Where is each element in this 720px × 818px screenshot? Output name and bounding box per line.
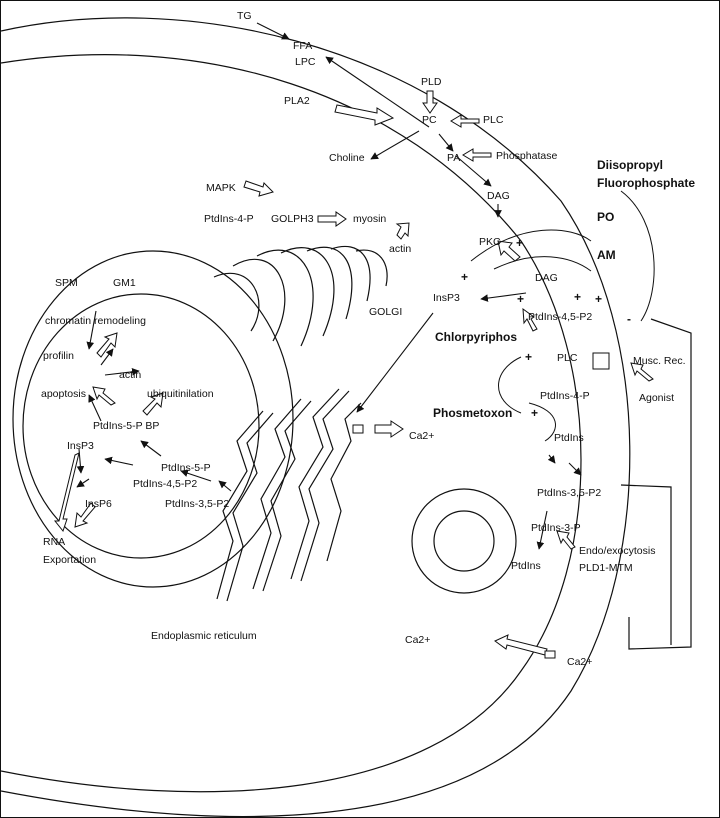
golgi-label: GOLGI xyxy=(369,306,403,318)
choline-label: Choline xyxy=(329,152,365,164)
phosmetoxon-label: Phosmetoxon xyxy=(433,406,513,420)
plus-sign-phos: + xyxy=(531,406,539,420)
vesicle-outer xyxy=(411,488,517,594)
dag-top-label: DAG xyxy=(487,190,510,202)
spm-label: SPM xyxy=(55,277,78,289)
ptdins45p2-mem-label: PtdIns-4,5-P2 xyxy=(528,311,593,323)
dag-mid-label: DAG xyxy=(535,272,558,284)
ca2-out-label: Ca2+ xyxy=(567,656,593,668)
chlorpyriphos-label: Chlorpyriphos xyxy=(435,330,518,344)
myosin-label: myosin xyxy=(353,213,387,225)
plc-top-label: PLC xyxy=(483,114,504,126)
er-channel xyxy=(352,424,364,434)
ptdins-low-label: PtdIns xyxy=(511,560,541,572)
plus-sign-chlor: + xyxy=(525,350,533,364)
insp6-label: InsP6 xyxy=(85,498,112,510)
actin-golgi-label: actin xyxy=(389,243,412,255)
pld-label: PLD xyxy=(421,76,442,88)
actin-nuc-label: actin xyxy=(119,369,142,381)
endo-exo-label: Endo/exocytosis xyxy=(579,545,656,557)
apoptosis-label: apoptosis xyxy=(41,388,86,400)
insp3-cyto-label: InsP3 xyxy=(433,292,460,304)
plus-sign-insp3: + xyxy=(461,270,469,284)
membrane-channel xyxy=(544,650,556,659)
mapk-label: MAPK xyxy=(206,182,236,194)
chromatin-label: chromatin remodeling xyxy=(45,315,146,327)
nucleus-outer xyxy=(12,250,294,588)
ptdins4p-golgi-label: PtdIns-4-P xyxy=(204,213,254,225)
plc-mid-label: PLC xyxy=(557,352,578,364)
endo-loop xyxy=(620,484,672,645)
exportation-label: Exportation xyxy=(43,554,97,566)
ca2-in-label: Ca2+ xyxy=(405,634,431,646)
ptdins-mem-label: PtdIns xyxy=(554,432,584,444)
pa-label: PA xyxy=(447,152,461,164)
diisopropyl-label-1: Diisopropyl xyxy=(597,158,664,172)
diisopropyl-label-2: Fluorophosphate xyxy=(597,176,695,190)
profilin-label: profilin xyxy=(43,350,74,362)
am-label: AM xyxy=(597,248,616,262)
ptdins35p2-mem-label: PtdIns-3,5-P2 xyxy=(537,487,602,499)
golgi-apparatus xyxy=(213,245,388,347)
block-arrows xyxy=(53,90,654,656)
nucleus-inner xyxy=(22,293,260,559)
chlorpyriphos-curve xyxy=(498,356,522,414)
ptdins5p-nuc-label: PtdIns-5-P xyxy=(161,462,211,474)
pld1-mtm-label: PLD1-MTM xyxy=(579,562,633,574)
ffa-label: FFA xyxy=(293,40,313,52)
plus-sign-po: + xyxy=(574,290,582,304)
po-curve xyxy=(470,229,592,262)
er-label: Endoplasmic reticulum xyxy=(151,630,257,642)
rna-label: RNA xyxy=(43,536,66,548)
tg-label: TG xyxy=(237,10,252,22)
ca2-er-label: Ca2+ xyxy=(409,430,435,442)
vesicle-inner xyxy=(433,510,495,572)
ion-channel xyxy=(592,352,610,370)
endoplasmic-reticulum-shapes xyxy=(216,388,362,602)
am-curve xyxy=(493,256,592,272)
reaction-arrows xyxy=(76,22,582,550)
pla2-label: PLA2 xyxy=(284,95,310,107)
phosmetoxon-curve xyxy=(528,402,556,442)
phosphatase-label: Phosphatase xyxy=(496,150,558,162)
ptdins35p2-nuc-label: PtdIns-3,5-P2 xyxy=(165,498,230,510)
ptdins5pbp-label: PtdIns-5-P BP xyxy=(93,420,160,432)
plus-sign-pkc: + xyxy=(516,236,524,250)
plus-sign-dag: + xyxy=(517,292,525,306)
ptdins3p-label: PtdIns-3-P xyxy=(531,522,581,534)
musc-rec-label: Musc. Rec. xyxy=(633,355,686,367)
agonist-label: Agonist xyxy=(639,392,675,404)
receptor-loop xyxy=(628,318,692,650)
ubiquitin-label: ubiquitinilation xyxy=(147,388,214,400)
cell-inner-membrane xyxy=(1,54,582,793)
insp3-nuc-label: InsP3 xyxy=(67,440,94,452)
golph3-label: GOLPH3 xyxy=(271,213,314,225)
gm1-label: GM1 xyxy=(113,277,136,289)
plus-sign-am: + xyxy=(595,292,603,306)
minus-sign-dfp: - xyxy=(627,312,631,326)
ptdins45p2-nuc-label: PtdIns-4,5-P2 xyxy=(133,478,198,490)
diisopropyl-curve xyxy=(620,190,655,322)
pkc-label: PKC xyxy=(479,236,501,248)
pc-label: PC xyxy=(422,114,437,126)
ptdins4p-mem-label: PtdIns-4-P xyxy=(540,390,590,402)
po-label: PO xyxy=(597,210,615,224)
lpc-label: LPC xyxy=(295,56,316,68)
